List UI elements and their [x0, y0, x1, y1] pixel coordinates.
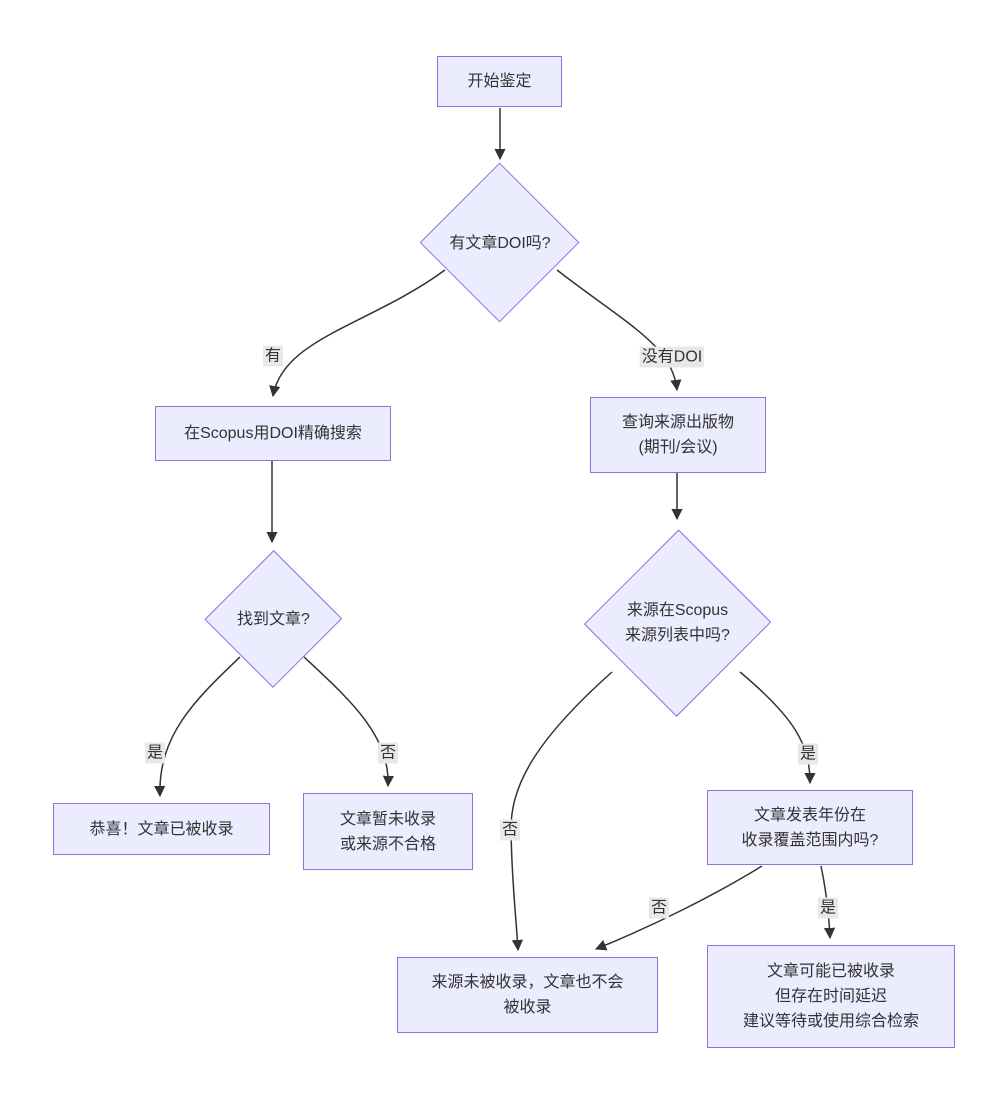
edge-label-in-list-yes: 是 — [797, 743, 819, 765]
node-maybe-indexed: 文章可能已被收录 但存在时间延迟 建议等待或使用综合检索 — [707, 945, 955, 1048]
node-congrats: 恭喜！文章已被收录 — [53, 803, 270, 855]
node-not-indexed-yet: 文章暂未收录 或来源不合格 — [303, 793, 473, 870]
node-source-in-list: 来源在Scopus 来源列表中吗? — [583, 528, 772, 718]
node-has-doi-label: 有文章DOI吗? — [449, 234, 551, 252]
node-has-doi: 有文章DOI吗? — [420, 163, 580, 323]
edge-year-no-to-sourcenotindexed — [594, 865, 763, 951]
node-maybe-indexed-label: 文章可能已被收录 但存在时间延迟 建议等待或使用综合检索 — [742, 963, 919, 1030]
node-doi-search: 在Scopus用DOI精确搜索 — [155, 406, 391, 461]
node-query-source: 查询来源出版物 (期刊/会议) — [590, 397, 766, 473]
node-source-not-indexed-label: 来源未被收录，文章也不会 被收录 — [431, 974, 624, 1016]
node-query-source-label: 查询来源出版物 (期刊/会议) — [621, 414, 734, 456]
edge-label-has-doi-yes: 有 — [262, 345, 284, 367]
node-year-in-coverage-label: 文章发表年份在 收录覆盖范围内吗? — [741, 806, 879, 849]
edge-label-has-doi-no: 没有DOI — [639, 346, 705, 368]
node-doi-search-label: 在Scopus用DOI精确搜索 — [184, 425, 362, 442]
node-found-article: 找到文章? — [204, 550, 343, 688]
edge-label-year-no: 否 — [648, 897, 670, 919]
edge-label-found-yes: 是 — [144, 742, 166, 764]
node-found-article-label: 找到文章? — [237, 610, 310, 628]
edge-hasdoi-yes-to-doisearch — [269, 269, 446, 398]
edge-label-in-list-no: 否 — [499, 819, 521, 841]
edge-label-found-no: 否 — [377, 742, 399, 764]
node-not-indexed-yet-label: 文章暂未收录 或来源不合格 — [339, 810, 436, 853]
node-year-in-coverage: 文章发表年份在 收录覆盖范围内吗? — [707, 790, 913, 865]
node-source-not-indexed: 来源未被收录，文章也不会 被收录 — [397, 957, 658, 1033]
edge-inlist-yes-to-yearbox — [739, 671, 816, 785]
node-congrats-label: 恭喜！文章已被收录 — [89, 820, 234, 838]
node-start-label: 开始鉴定 — [467, 73, 532, 90]
edge-found-no-to-notindexed — [302, 655, 395, 788]
edge-found-yes-to-congrats — [154, 656, 241, 798]
edge-hasdoi-no-to-querysource — [556, 269, 682, 392]
node-source-in-list-label: 来源在Scopus 来源列表中吗? — [625, 602, 730, 644]
edge-label-year-yes: 是 — [817, 897, 839, 919]
node-start: 开始鉴定 — [437, 56, 562, 107]
